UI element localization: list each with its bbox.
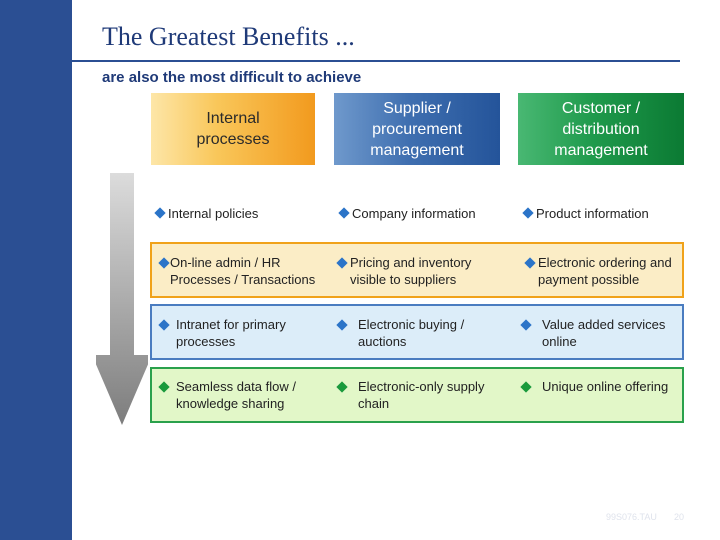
sidebar-band: [0, 0, 72, 540]
row3-customer-text: Value added services online: [542, 317, 666, 349]
row1-internal-text: Internal policies: [168, 206, 259, 221]
header-internal-label: Internal processes: [196, 110, 270, 148]
table-row: Intranet for primary processes Electroni…: [150, 304, 684, 360]
row2-supplier-text: Pricing and inventory visible to supplie…: [350, 255, 472, 287]
title-divider: [72, 60, 680, 62]
table-row: Internal policies Company information Pr…: [150, 195, 684, 233]
row1-customer: Product information: [522, 205, 649, 222]
row1-internal: Internal policies: [154, 205, 259, 222]
row2-customer-text: Electronic ordering and payment possible: [538, 255, 672, 287]
row3-internal: Intranet for primary processes: [158, 316, 318, 350]
row3-supplier: Electronic buying / auctions: [336, 316, 496, 350]
row1-supplier-text: Company information: [352, 206, 476, 221]
header-customer-label: Customer / distribution management: [554, 99, 648, 159]
bullet-diamond-icon: [154, 207, 166, 219]
row4-internal: Seamless data flow / knowledge sharing: [158, 378, 328, 412]
row2-supplier: Pricing and inventory visible to supplie…: [336, 254, 486, 288]
bullet-diamond-icon: [338, 207, 350, 219]
row1-customer-text: Product information: [536, 206, 649, 221]
bullet-diamond-icon: [522, 207, 534, 219]
row2-internal-text: On-line admin / HR Processes / Transacti…: [170, 255, 316, 287]
header-internal-processes: Internal processes: [151, 93, 315, 165]
row4-customer: Unique online offering: [520, 378, 680, 395]
footer-code: 99S076.TAU: [606, 512, 657, 522]
row4-supplier: Electronic-only supply chain: [336, 378, 496, 412]
row4-internal-text: Seamless data flow / knowledge sharing: [176, 379, 296, 411]
header-supplier-management: Supplier / procurement management: [334, 93, 500, 165]
row3-internal-text: Intranet for primary processes: [176, 317, 286, 349]
row3-supplier-text: Electronic buying / auctions: [358, 317, 465, 349]
row2-customer: Electronic ordering and payment possible: [524, 254, 682, 288]
page-title: The Greatest Benefits ...: [102, 22, 355, 51]
row3-customer: Value added services online: [520, 316, 680, 350]
row4-customer-text: Unique online offering: [542, 379, 669, 394]
row2-internal: On-line admin / HR Processes / Transacti…: [158, 254, 330, 288]
row1-supplier: Company information: [338, 205, 476, 222]
header-customer-management: Customer / distribution management: [518, 93, 684, 165]
header-supplier-label: Supplier / procurement management: [370, 99, 464, 159]
table-row: Seamless data flow / knowledge sharing E…: [150, 367, 684, 423]
down-arrow-icon: [96, 173, 148, 425]
table-row: On-line admin / HR Processes / Transacti…: [150, 242, 684, 298]
page-subtitle: are also the most difficult to achieve: [102, 69, 362, 86]
page-number: 20: [674, 512, 685, 522]
row4-supplier-text: Electronic-only supply chain: [358, 379, 485, 411]
